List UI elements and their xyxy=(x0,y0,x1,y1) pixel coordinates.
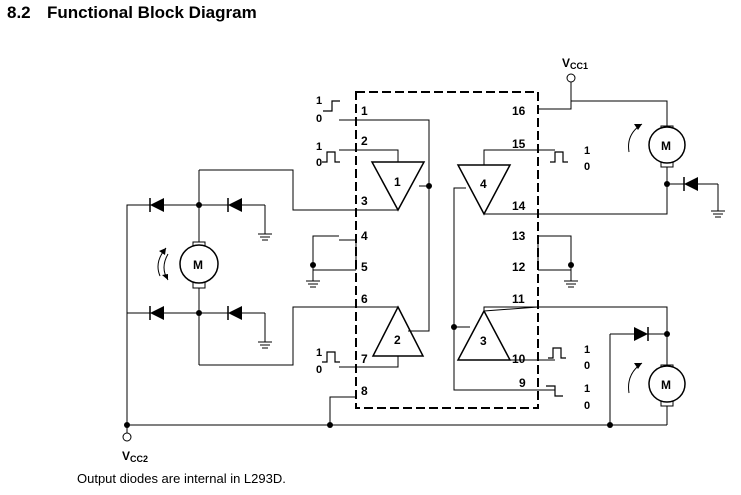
vcc1-label: VCC1 xyxy=(562,56,588,71)
right-bottom-motor: M xyxy=(628,362,686,407)
junction-enable34 xyxy=(451,324,457,330)
junction-vcc2-right xyxy=(607,422,613,428)
vcc1-terminal xyxy=(566,73,576,83)
junction-left-a xyxy=(196,202,202,208)
en12-high-label: 1 xyxy=(316,95,322,107)
diode-left-top-clamp xyxy=(149,197,165,213)
vcc2-terminal xyxy=(122,432,132,442)
section-title: Functional Block Diagram xyxy=(47,3,257,22)
pin-3-label: 3 xyxy=(361,194,368,208)
diode-right-bottom xyxy=(633,326,649,342)
in3-high-label: 1 xyxy=(584,344,590,356)
enable-rise-glyph xyxy=(322,100,341,112)
pin-1-label: 1 xyxy=(361,104,368,118)
pin-8-label: 8 xyxy=(361,384,368,398)
right-pin-labels: 16 15 14 13 12 11 10 9 xyxy=(512,104,526,390)
driver-4-label: 4 xyxy=(480,177,487,191)
pin-16-label: 16 xyxy=(512,104,526,118)
en12-low-label: 0 xyxy=(316,113,322,125)
pin-14-label: 14 xyxy=(512,199,526,213)
enable34-fall-glyph xyxy=(545,385,564,397)
ground-left-bottom xyxy=(257,335,273,349)
right-top-wiring xyxy=(555,100,719,215)
junction-pin8 xyxy=(327,422,333,428)
pin-12-label: 12 xyxy=(512,260,526,274)
right-bottom-motor-label: M xyxy=(661,378,671,392)
right-top-motor-label: M xyxy=(661,139,671,153)
left-bridge-wiring xyxy=(126,169,667,433)
section-number: 8.2 xyxy=(7,3,31,22)
left-motor-label: M xyxy=(193,258,203,272)
diode-left-bottom-clamp xyxy=(149,305,165,321)
input4-pulse-glyph xyxy=(549,151,569,163)
input2-pulse-glyph xyxy=(321,351,341,363)
junction-left-b xyxy=(196,310,202,316)
logic-signals: 1 0 1 0 1 0 1 0 1 0 1 0 xyxy=(316,95,590,412)
pin-13-label: 13 xyxy=(512,229,526,243)
right-top-motor-rotation-arrow xyxy=(628,123,643,153)
junction-vcc2 xyxy=(124,422,130,428)
pin-5-label: 5 xyxy=(361,260,368,274)
right-top-motor: M xyxy=(628,123,686,168)
diode-right-top xyxy=(683,176,699,192)
diode-left-bottom-gnd xyxy=(227,305,243,321)
pin-11-label: 11 xyxy=(512,292,525,306)
junction-right-bottom xyxy=(664,331,670,337)
diode-left-top-gnd xyxy=(227,197,243,213)
in1-low-label: 0 xyxy=(316,157,322,169)
driver-2-label: 2 xyxy=(394,333,401,347)
pin-9-label: 9 xyxy=(519,376,526,390)
pin-4-label: 4 xyxy=(361,229,368,243)
junction-gnd-left xyxy=(310,262,316,268)
pin-6-label: 6 xyxy=(361,292,368,306)
ground-right-top xyxy=(710,204,726,218)
pin-7-label: 7 xyxy=(361,352,368,366)
right-bottom-motor-rotation-arrow xyxy=(628,362,643,394)
in2-high-label: 1 xyxy=(316,347,322,359)
driver-1-label: 1 xyxy=(394,175,401,189)
section-heading: 8.2 Functional Block Diagram xyxy=(7,3,257,23)
pin-15-label: 15 xyxy=(512,137,526,151)
junction-gnd-right xyxy=(568,262,574,268)
junction-enable12 xyxy=(426,183,432,189)
in1-high-label: 1 xyxy=(316,141,322,153)
input3-pulse-glyph xyxy=(547,347,567,359)
in2-low-label: 0 xyxy=(316,364,322,376)
vcc2-label: VCC2 xyxy=(122,449,148,464)
pin-2-label: 2 xyxy=(361,134,368,148)
footnote: Output diodes are internal in L293D. xyxy=(77,471,286,486)
pin-leads xyxy=(339,108,555,398)
in4-high-label: 1 xyxy=(584,145,590,157)
left-pin-labels: 1 2 3 4 5 6 7 8 xyxy=(361,104,368,398)
vcc1-wire xyxy=(555,82,572,110)
input1-pulse-glyph xyxy=(321,151,341,163)
driver-3-label: 3 xyxy=(480,334,487,348)
ground-pins-4-5 xyxy=(305,274,321,288)
ground-left-top xyxy=(257,227,273,241)
left-motor: M xyxy=(157,241,219,289)
in4-low-label: 0 xyxy=(584,161,590,173)
pin-10-label: 10 xyxy=(512,352,526,366)
en34-high-label: 1 xyxy=(584,383,590,395)
en34-low-label: 0 xyxy=(584,400,590,412)
ground-pins-12-13 xyxy=(563,274,579,288)
right-bottom-wiring xyxy=(555,306,668,425)
in3-low-label: 0 xyxy=(584,360,590,372)
junction-right-top xyxy=(664,181,670,187)
